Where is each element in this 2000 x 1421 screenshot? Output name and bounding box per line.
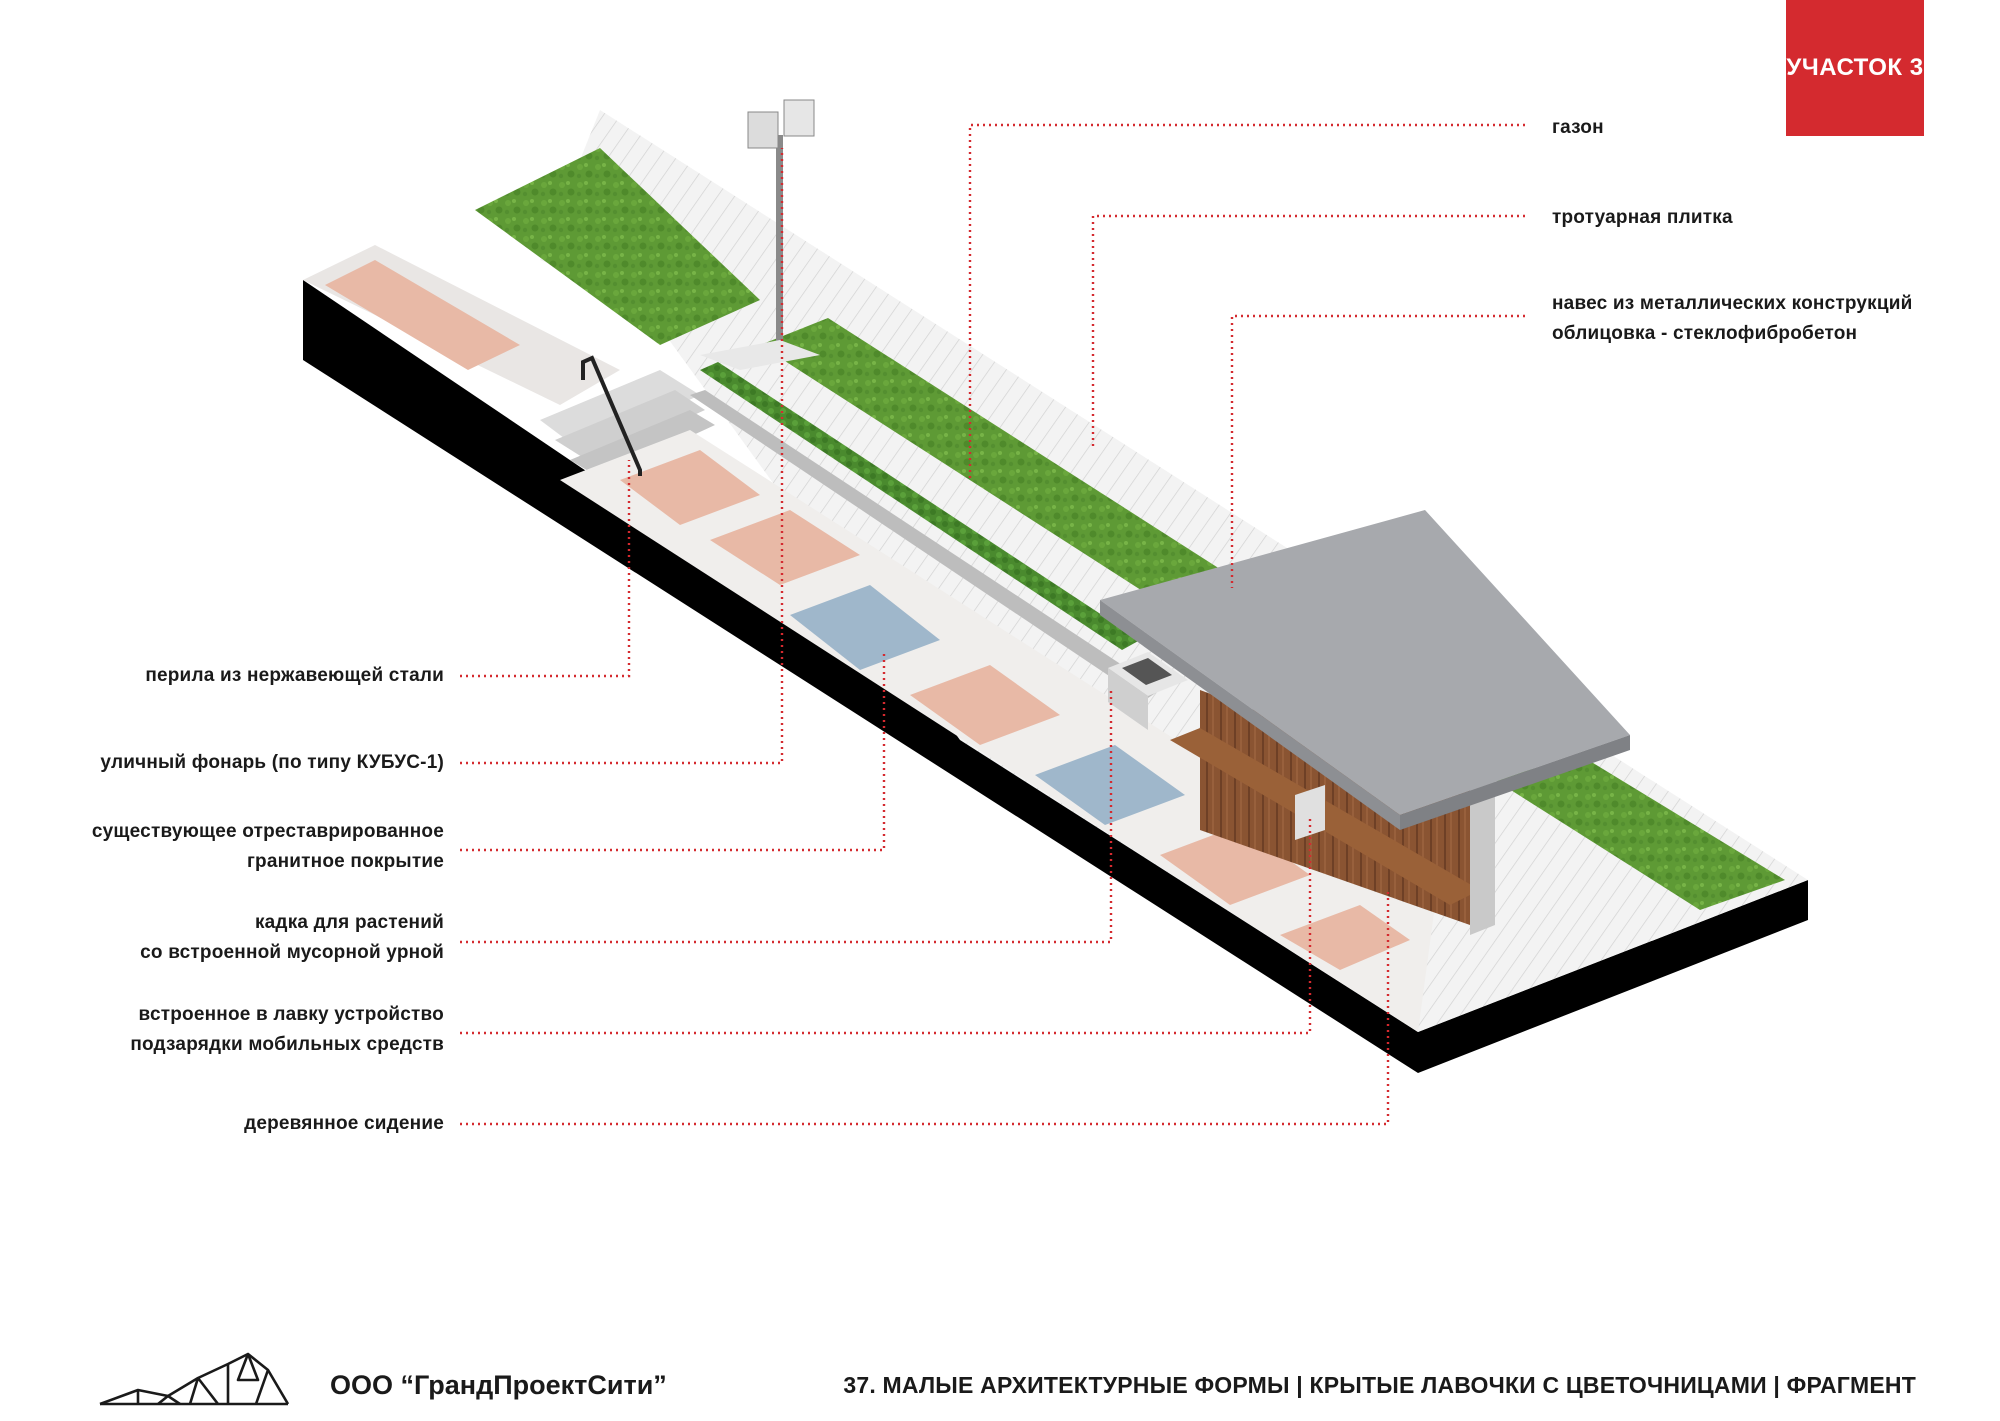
steps <box>540 370 715 478</box>
label-granite-1: существующее отреставрированное <box>91 821 444 842</box>
leader-charger <box>460 815 1312 1035</box>
planter <box>1108 652 1188 730</box>
leader-canopy <box>1230 314 1525 588</box>
lower-lawn <box>1495 755 1785 910</box>
main-lawn <box>760 318 1245 612</box>
label-lawn: газон <box>1552 117 1604 138</box>
granite-upper-tiles <box>325 260 520 370</box>
sheet-title: 37. МАЛЫЕ АРХИТЕКТУРНЫЕ ФОРМЫ | КРЫТЫЕ Л… <box>843 1372 1916 1398</box>
label-charger-1: встроенное в лавку устройство <box>138 1004 444 1025</box>
railing <box>581 355 642 476</box>
canopy-roof <box>1100 510 1630 830</box>
label-paving: тротуарная плитка <box>1552 207 1733 228</box>
label-granite-2: гранитное покрытие <box>246 851 444 872</box>
canopy-column <box>1470 760 1495 935</box>
leader-lines <box>460 123 1525 1126</box>
charger-block <box>1295 785 1325 840</box>
label-canopy-2: облицовка - стеклофибробетон <box>1552 323 1858 344</box>
retaining-wall <box>690 390 1160 700</box>
hedge <box>700 362 1140 650</box>
leader-planter <box>460 690 1113 944</box>
upper-lawn <box>475 148 760 345</box>
label-planter-2: со встроенной мусорной урной <box>140 942 444 963</box>
label-seat: деревянное сидение <box>244 1113 444 1134</box>
leader-railing <box>460 460 631 678</box>
label-lamp: уличный фонарь (по типу КУБУС-1) <box>100 752 444 773</box>
label-charger-2: подзарядки мобильных средств <box>130 1034 444 1055</box>
company-name: ООО “ГрандПроектСити” <box>330 1370 667 1400</box>
leader-paving <box>1091 214 1525 447</box>
company-logo-icon <box>99 1352 290 1406</box>
label-planter-1: кадка для растений <box>254 912 444 933</box>
section-badge: УЧАСТОК 3 <box>1786 0 1924 136</box>
label-railing: перила из нержавеющей стали <box>145 665 444 686</box>
label-canopy-1: навес из металлических конструкций <box>1552 293 1913 314</box>
street-lamp <box>700 99 820 370</box>
leader-lamp <box>460 148 784 765</box>
granite-lower-tiles <box>620 450 1410 970</box>
